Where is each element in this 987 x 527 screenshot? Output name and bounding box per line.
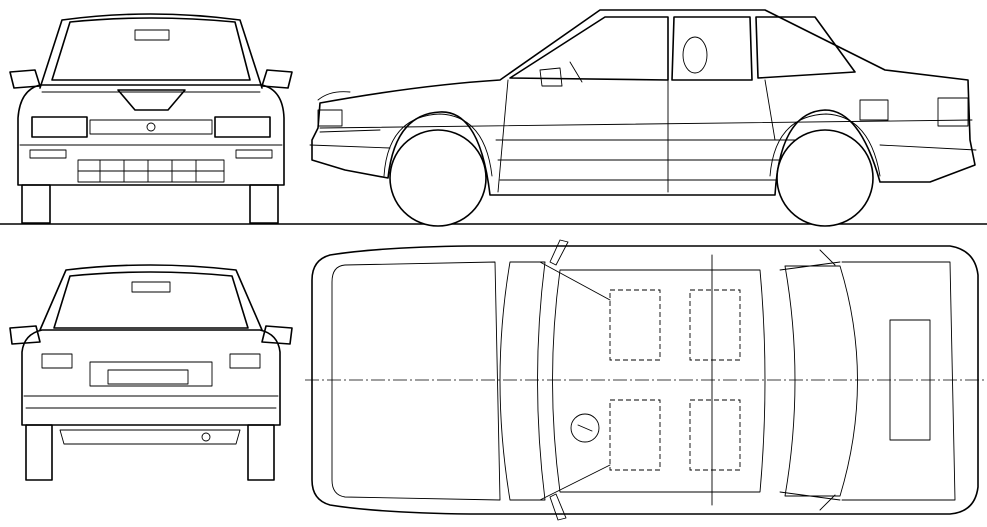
top-view [305,239,987,521]
front-view [9,13,293,224]
rear-view [9,264,293,481]
side-view [309,9,977,227]
